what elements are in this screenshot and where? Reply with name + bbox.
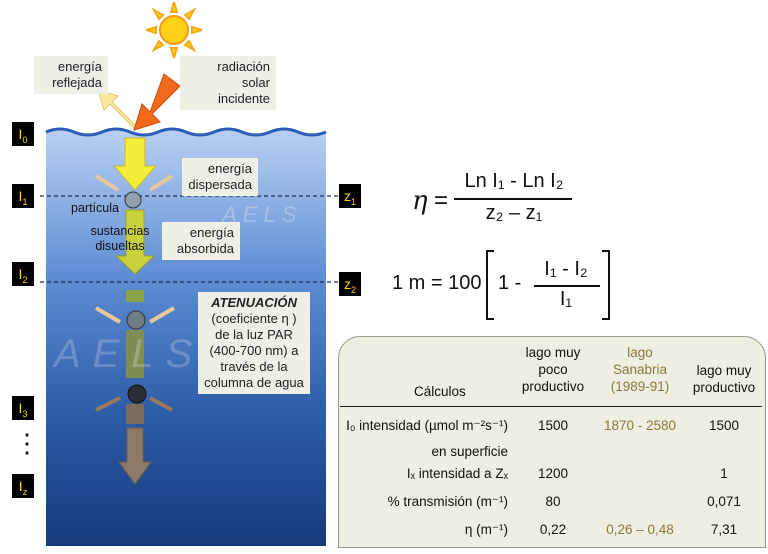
attenuation-line-3: (400-700 nm) a [209,343,299,358]
depth-z1: z1 [339,184,361,208]
dissolved-substances-label: sustancias disueltas [82,224,158,254]
m-inner: 1 - [498,272,522,294]
m-fraction-bar [534,285,600,287]
eta-symbol: η [412,186,428,216]
eta-fraction-bar [454,198,572,200]
absorbed-energy-label: energía absorbida [162,222,240,260]
scattered-line-1: energía [207,161,252,176]
m-denominator: I₁ [559,288,573,310]
level-dots: ⋮ [14,428,40,458]
watermark: AELS [222,202,303,227]
incident-line-2: incidente [217,91,270,106]
absorbed-line-1: energía [189,225,234,240]
incident-line-1: radiación solar [217,59,270,90]
level-i0: I0 [12,122,34,146]
header-col1: lago muy poco productivo [516,344,590,395]
table-cell-very-productive: 1500 [708,418,740,433]
table-cell-sanabria: 0,26 – 0,48 [606,522,674,537]
col3-line-2: productivo [692,380,756,395]
table-row-label: % transmisión (m⁻¹) [387,494,508,509]
attenuation-line-5: columna de agua [204,375,304,390]
col1-line-1: lago muy [525,345,581,360]
reflected-line-1: energía [57,59,102,74]
attenuation-line-4: través de la [220,359,288,374]
table-cell-very-low-productive: 1200 [537,466,569,481]
col2-line-1: lago [627,345,653,360]
dissolved-line-2: disueltas [95,239,145,253]
eta-denominator: z₂ – z₁ [485,202,543,224]
particle-label: partícula [71,201,119,215]
header-col3: lago muy productivo [686,362,762,396]
table-row-label: I₀ intensidad (µmol m⁻²s⁻¹) [346,418,508,433]
sun-icon [146,2,202,58]
level-i2: I2 [12,262,34,286]
calculations-panel [338,336,766,548]
level-i3: I3 [12,396,34,420]
attenuation-box: ATENUACIÓN (coeficiente η ) de la luz PA… [198,292,310,394]
left-bracket [486,250,494,320]
depth-z2: z2 [339,272,361,296]
eta-equals: = [434,187,449,214]
level-iz: Iz [12,474,34,498]
col2-line-2: Sanabria [612,362,668,377]
m-numerator: I₁ - I₂ [544,258,588,280]
table-row-label: Iₓ intensidad a Zₓ [406,466,508,481]
table-cell-very-low-productive: 80 [545,494,561,509]
dissolved-line-1: sustancias [90,224,150,238]
col2-line-3: (1989-91) [610,379,670,394]
absorbed-line-2: absorbida [176,241,234,256]
table-row-label: en superficie [431,444,508,459]
table-cell-very-productive: 7,31 [710,522,738,537]
attenuation-line-2: de la luz PAR [215,327,293,342]
header-col2: lago Sanabria (1989-91) [600,344,680,395]
table-cell-very-productive: 0,071 [707,494,741,509]
header-calculos: Cálculos [414,384,466,399]
table-cell-very-low-productive: 1500 [537,418,569,433]
table-header-rule [340,406,762,407]
col3-line-1: lago muy [696,363,752,378]
water-column [40,73,340,546]
m-left: 1 m = 100 [392,272,482,294]
eta-numerator: Ln I₁ - Ln I₂ [464,170,564,192]
incident-radiation-label: radiación solar incidente [180,56,276,110]
watermark: AELS [54,332,205,376]
level-i1: I1 [12,184,34,208]
table-cell-very-low-productive: 0,22 [539,522,567,537]
right-bracket [602,250,610,320]
col1-line-3: productivo [521,379,585,394]
table-row-label: η (m⁻¹) [464,522,508,537]
reflected-line-2: reflejada [52,75,102,90]
reflected-energy-label: energía reflejada [34,56,108,94]
table-cell-very-productive: 1 [720,466,728,481]
scattered-energy-label: energía dispersada [182,158,258,196]
table-cell-sanabria: 1870 - 2580 [603,418,677,433]
attenuation-line-1: (coeficiente η ) [211,311,297,326]
col1-line-2: poco [538,362,568,377]
scattered-line-2: dispersada [188,177,252,192]
attenuation-title: ATENUACIÓN [211,295,297,310]
